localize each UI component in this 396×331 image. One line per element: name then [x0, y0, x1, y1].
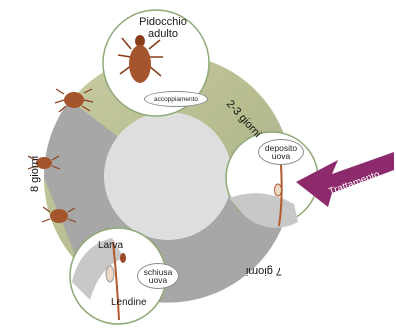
- nit-egg-icon: [275, 184, 282, 196]
- larva-icon: [120, 253, 126, 263]
- mating-label: accoppiamento: [144, 91, 208, 107]
- mating-label-text: accoppiamento: [154, 96, 198, 103]
- duration-label-7: 7 giorni: [246, 265, 282, 277]
- hatching-label: schiusa uova: [137, 263, 179, 289]
- egg-laying-line2: uova: [272, 152, 290, 161]
- ring-center: [104, 112, 232, 240]
- adult-louse-body: [129, 45, 151, 83]
- lendine-egg-icon: [106, 266, 114, 282]
- duration-label-8: 8 giorni: [29, 156, 41, 192]
- adult-title-line1: Pidocchio: [127, 17, 199, 29]
- hatching-line2: uova: [149, 276, 167, 285]
- adult-title-line2: adulto: [127, 29, 199, 41]
- larva-label: Larva: [98, 241, 123, 252]
- adult-louse-title: Pidocchio adulto: [127, 17, 199, 40]
- egg-laying-label: deposito uova: [258, 139, 304, 165]
- nit-label: Lendine: [111, 298, 147, 309]
